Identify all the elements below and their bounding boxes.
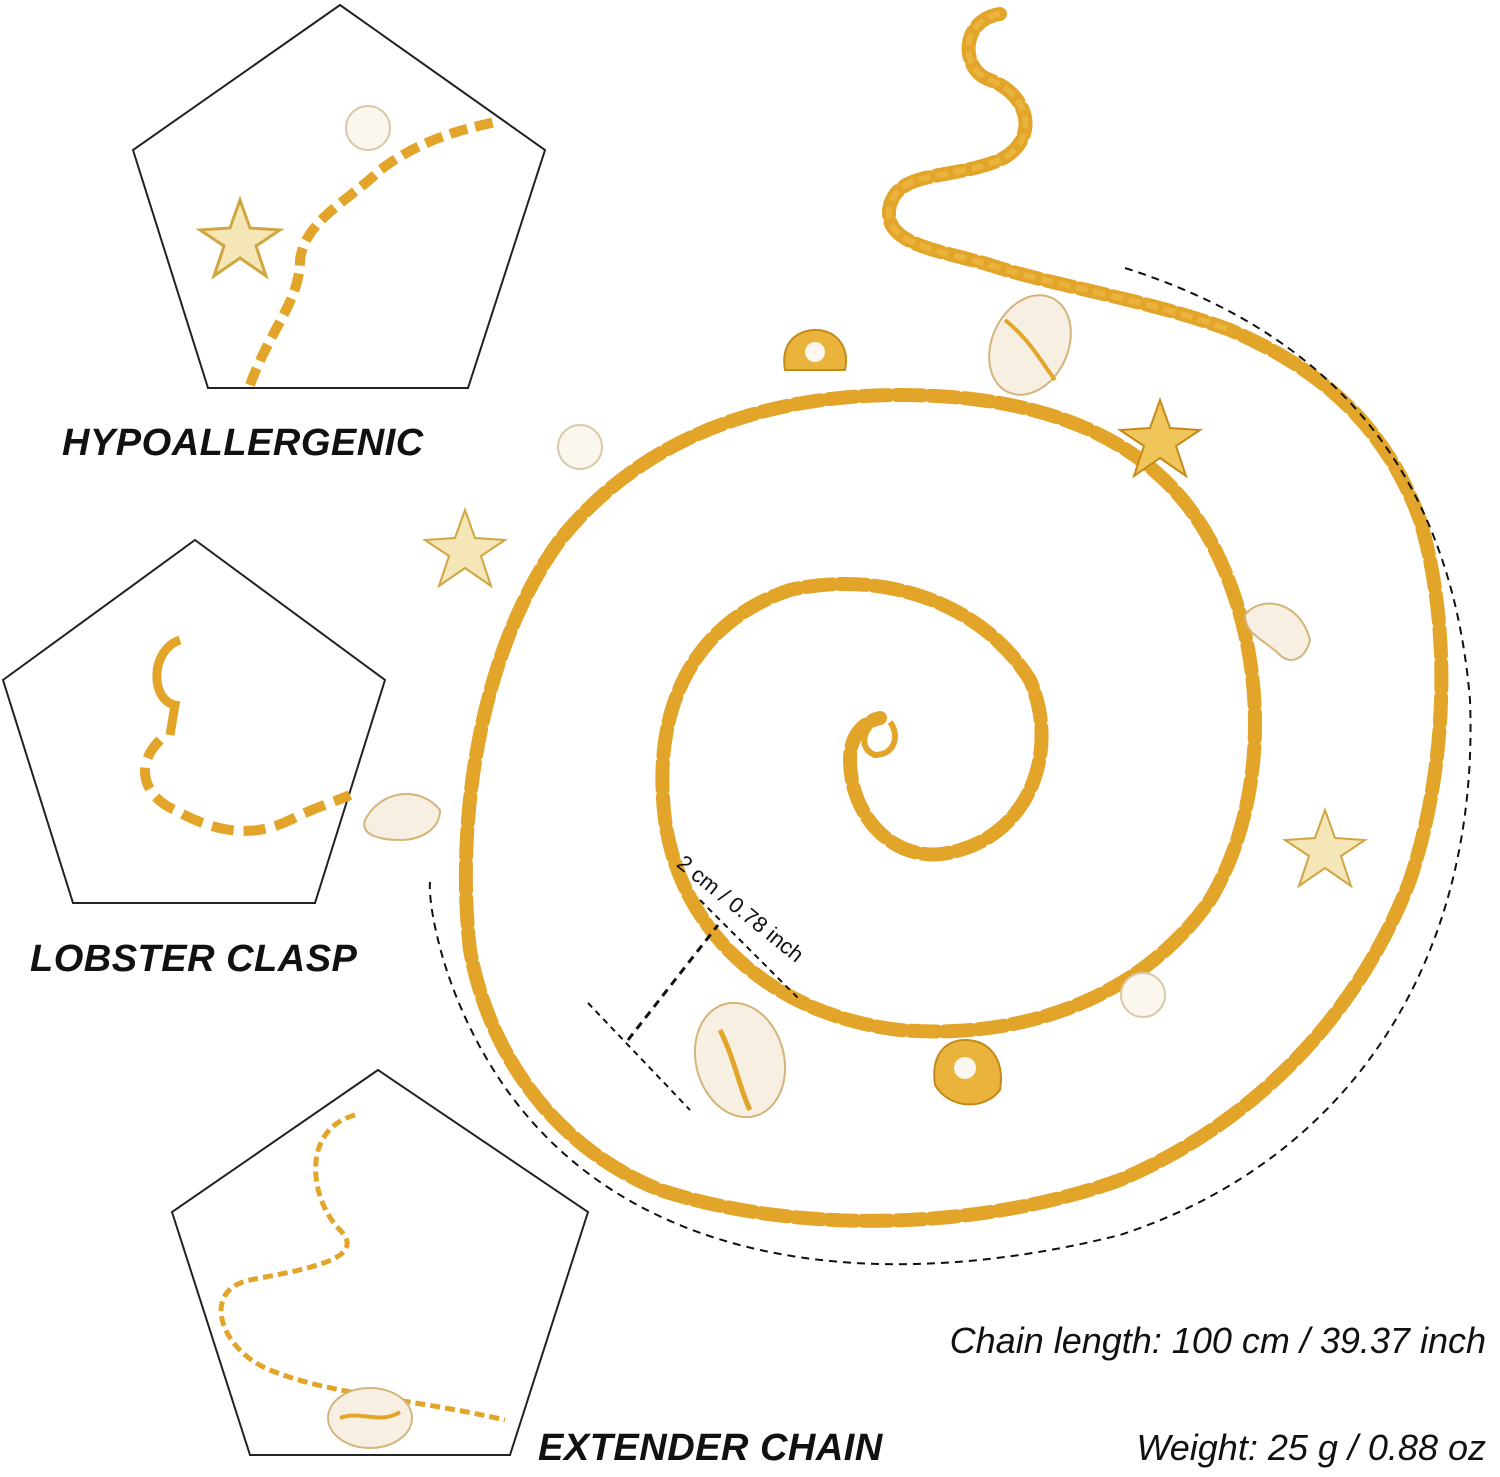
starfish-charm-right-icon [1281,807,1369,889]
starfish-chain-detail-icon [195,105,497,387]
chain-length-arc [428,267,1472,1266]
scallop-shell-charm-bottom-icon [933,1038,1002,1106]
pentagon-frame-lobster-clasp [1,538,387,904]
cowrie-shell-charm-bottom-icon [693,1001,787,1119]
starfish-charm-left-icon [421,507,509,589]
conch-shell-charm-right-icon [1243,602,1312,661]
charm-size-indicator [587,899,801,1111]
charms [363,294,1369,1119]
starfish-charm-top-icon [1116,397,1204,479]
spec-chain-length: Chain length: 100 cm / 39.37 inch [949,1320,1486,1361]
cowrie-shell-charm-icon [988,294,1072,396]
feature-label-lobster-clasp: LOBSTER CLASP [30,938,358,980]
lobster-clasp-detail-icon [139,635,353,836]
spec-weight: Weight: 25 g / 0.88 oz [1136,1427,1486,1468]
feature-label-extender-chain: EXTENDER CHAIN [538,1427,883,1469]
spiral-chain [458,7,1449,1228]
scallop-shell-charm-icon [783,328,847,371]
feature-label-hypoallergenic: HYPOALLERGENIC [62,422,424,464]
pentagon-frame-extender-chain [170,1068,590,1456]
extender-chain-detail-icon [218,1112,506,1449]
lobster-clasp-main-icon [861,715,898,759]
pearl-charm-left-icon [557,424,603,470]
conch-shell-charm-left-icon [363,793,442,842]
pearl-charm-bottom-icon [1120,972,1166,1018]
pentagon-frame-hypoallergenic [131,3,547,389]
